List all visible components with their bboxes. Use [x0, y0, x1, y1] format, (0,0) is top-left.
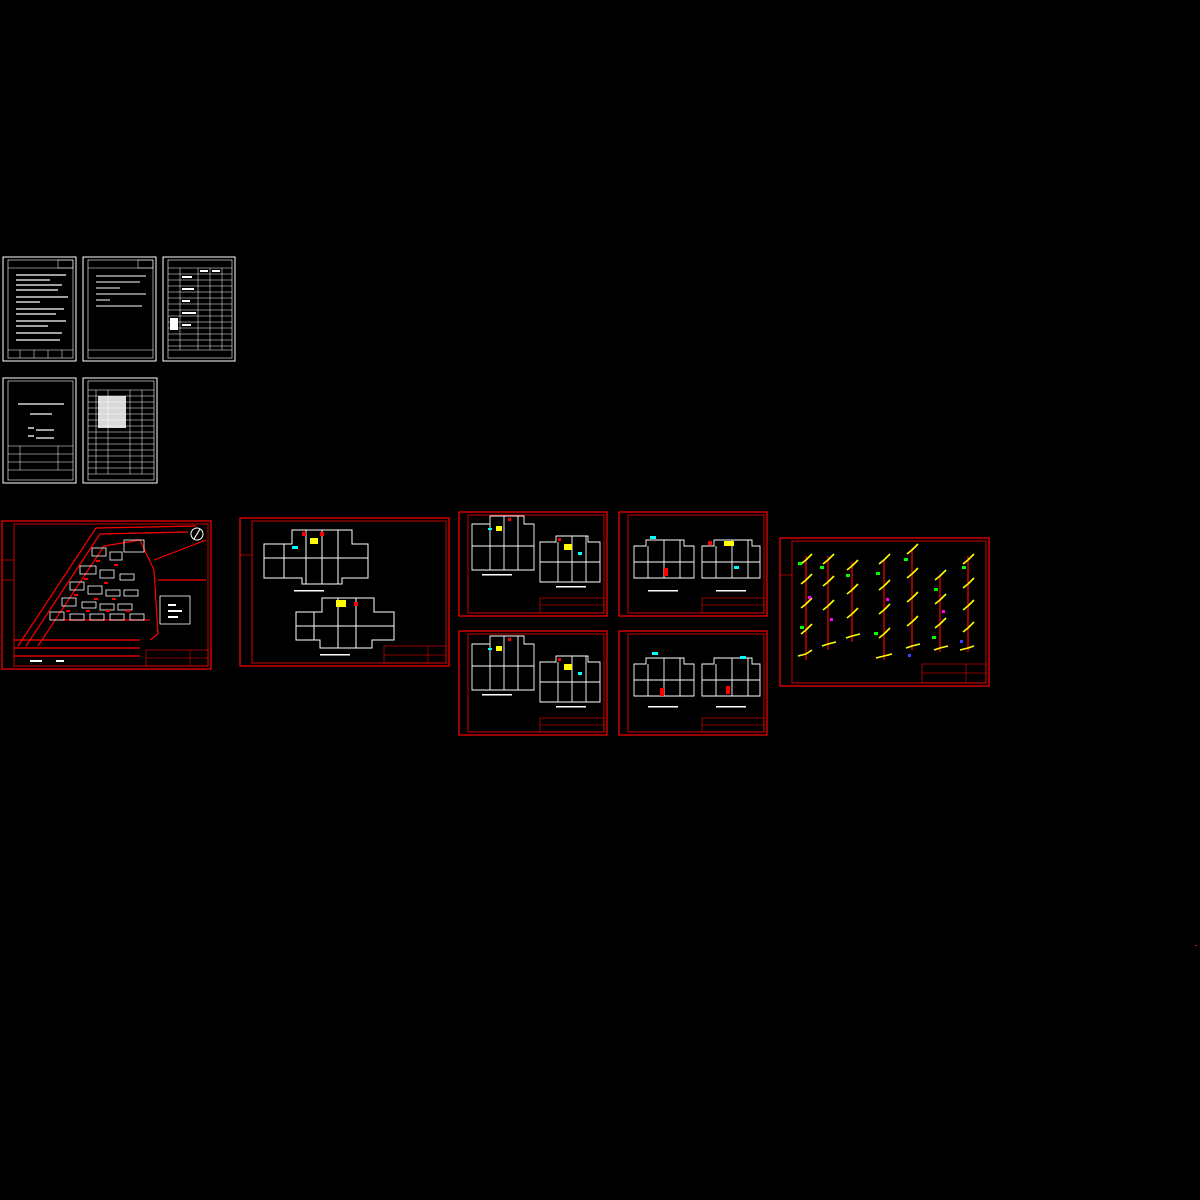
floor-plan-d-sheet	[618, 630, 768, 736]
floor-plan-c-sheet	[618, 511, 768, 617]
floor-plan-b-sheet	[458, 630, 608, 736]
riser-diagram-sheet	[779, 537, 990, 687]
notes-sheet-1	[2, 256, 77, 362]
building-plan-upper	[263, 529, 369, 585]
drawing-index-sheet	[82, 377, 158, 484]
north-arrow-icon	[190, 527, 204, 541]
site-plan-sheet	[1, 520, 212, 670]
cover-sheet	[2, 377, 77, 484]
material-table-sheet	[162, 256, 236, 362]
notes-sheet-2	[82, 256, 157, 362]
stray-mark	[1195, 945, 1197, 946]
ground-floor-plan-sheet	[239, 517, 450, 667]
floor-plan-a-sheet	[458, 511, 608, 617]
